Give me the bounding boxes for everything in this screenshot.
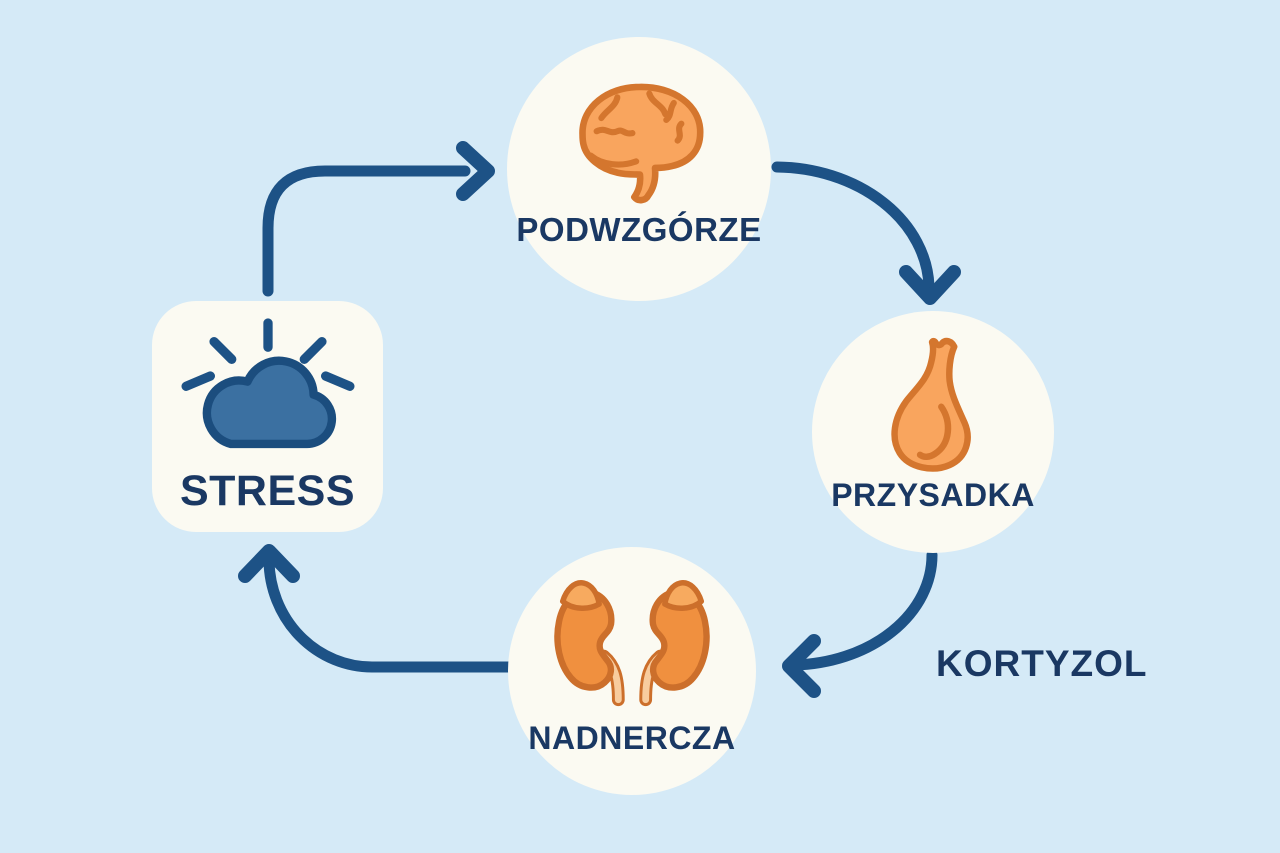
arrowhead-down-icon xyxy=(899,265,961,305)
arrow-adrenals-to-stress xyxy=(238,544,522,673)
pituitary-outline xyxy=(891,337,971,472)
arrowhead-left-icon xyxy=(782,634,821,698)
stress-rays xyxy=(181,318,354,391)
adrenals-label: NADNERCZA xyxy=(528,720,736,756)
brain-outline xyxy=(579,83,704,204)
stress-cloud-icon xyxy=(181,318,354,449)
left-kidney-unit xyxy=(554,580,625,707)
arrow-stress-to-hypothalamus xyxy=(262,141,495,297)
pituitary-label: PRZYSADKA xyxy=(831,477,1035,513)
hypothalamus-label: PODWZGÓRZE xyxy=(516,211,762,248)
arrowhead-up-icon xyxy=(238,544,300,583)
stress-label: STRESS xyxy=(179,467,356,515)
adrenal-kidneys-icon xyxy=(554,580,710,707)
pituitary-lobe-line xyxy=(916,403,952,461)
adrenal-cap xyxy=(662,580,705,611)
kortyzol-label: KORTYZOL xyxy=(936,643,1148,684)
kidney-shape xyxy=(649,588,710,691)
arrow-hypothalamus-to-pituitary xyxy=(771,161,961,305)
brain-gyri xyxy=(587,90,685,168)
pituitary-gland-icon xyxy=(891,337,971,472)
arrow-pituitary-to-adrenals xyxy=(782,549,938,698)
node-hypothalamus: PODWZGÓRZE xyxy=(507,37,771,301)
adrenal-cap xyxy=(559,580,602,611)
kidney-shape xyxy=(554,588,615,691)
right-kidney-unit xyxy=(639,580,710,707)
brain-icon xyxy=(579,83,704,204)
node-adrenals: NADNERCZA xyxy=(508,547,756,795)
cloud-shape xyxy=(202,356,336,449)
node-pituitary: PRZYSADKA xyxy=(812,311,1054,553)
node-stress: STRESS xyxy=(152,301,383,532)
arrowhead-right-icon xyxy=(456,141,495,201)
